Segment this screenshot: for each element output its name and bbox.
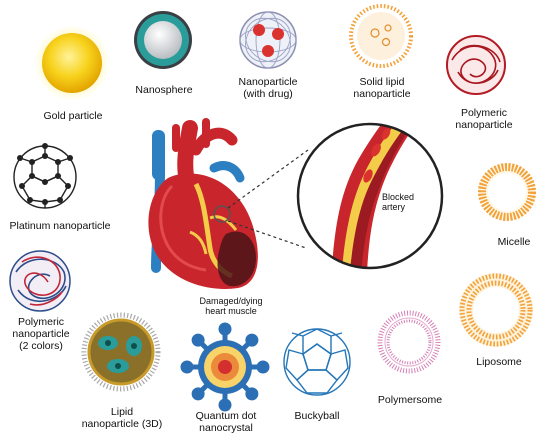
label-buckyball: Buckyball	[294, 410, 340, 422]
polymersome	[377, 310, 441, 374]
quantum-dot-ligand-tip	[180, 360, 194, 374]
polymeric-nanoparticle-two-colors	[9, 250, 71, 312]
label-lipid-nanoparticle-3d: Lipid nanoparticle (3D)	[81, 406, 163, 430]
solid-lipid-nanoparticle	[349, 4, 413, 68]
quantum-dot-ligand-tip	[218, 322, 232, 336]
label-polymeric-nanoparticle-two-colors: Polymeric nanoparticle (2 colors)	[12, 316, 70, 352]
label-solid-lipid-nanoparticle: Solid lipid nanoparticle	[353, 76, 411, 100]
gold-particle	[34, 25, 110, 101]
label-gold-particle: Gold particle	[43, 110, 103, 122]
artery-magnifier	[296, 122, 444, 270]
quantum-dot-ligand-tip	[191, 387, 205, 401]
label-blocked-artery: Blocked artery	[382, 192, 415, 212]
liposome	[459, 273, 533, 347]
nanoparticle-with-drug	[239, 11, 297, 69]
label-polymersome: Polymersome	[377, 394, 443, 406]
quantum-dot-ligand-tip	[245, 387, 259, 401]
quantum-dot-ligand-tip	[245, 333, 259, 347]
label-nanoparticle-with-drug: Nanoparticle (with drug)	[238, 76, 298, 100]
quantum-dot-nanocrystal	[180, 322, 270, 412]
buckyball	[283, 328, 351, 396]
platinum-nanoparticle	[13, 143, 77, 209]
lipid-nanoparticle-3d	[81, 312, 161, 392]
polymeric-nanoparticle	[446, 35, 506, 95]
label-damaged-heart-muscle: Damaged/dying heart muscle	[199, 296, 263, 316]
label-liposome: Liposome	[476, 356, 522, 368]
label-platinum-nanoparticle: Platinum nanoparticle	[9, 220, 111, 232]
magnifier-leaders	[227, 149, 309, 249]
label-polymeric-nanoparticle: Polymeric nanoparticle	[455, 107, 513, 131]
micelle	[478, 163, 536, 221]
label-micelle: Micelle	[497, 236, 531, 248]
label-quantum-dot-nanocrystal: Quantum dot nanocrystal	[195, 410, 257, 434]
label-nanosphere: Nanosphere	[135, 84, 193, 96]
heart-illustration	[148, 118, 258, 289]
nanosphere	[134, 11, 192, 69]
quantum-dot-ligand-tip	[218, 398, 232, 412]
quantum-dot-ligand-tip	[191, 333, 205, 347]
quantum-dot-ligand-tip	[256, 360, 270, 374]
